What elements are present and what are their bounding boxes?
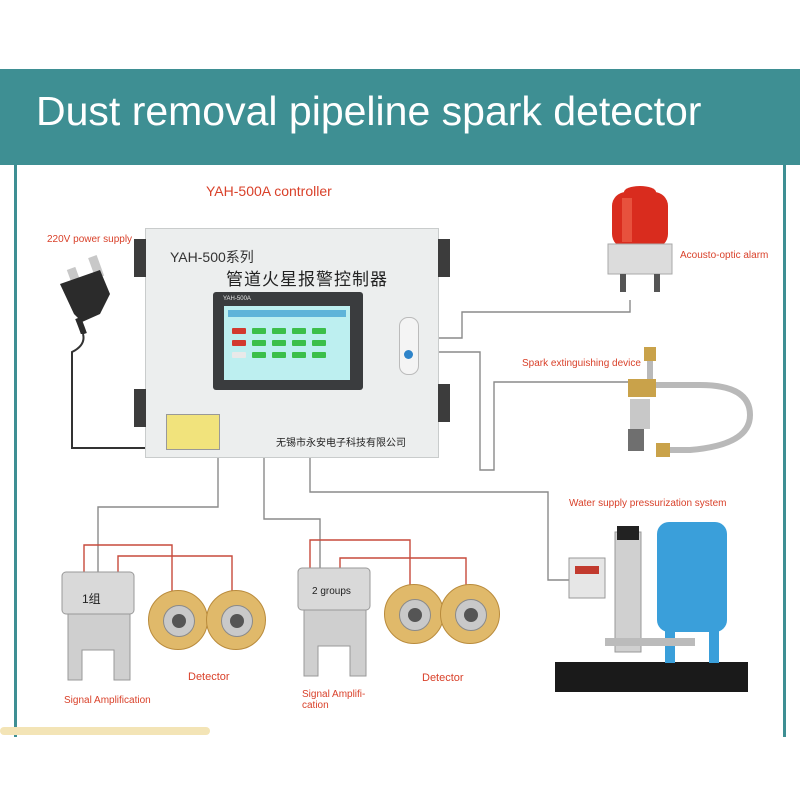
touchscreen-panel[interactable]: YAH-500A bbox=[213, 292, 363, 390]
hmi-button[interactable] bbox=[252, 328, 266, 334]
hmi-button[interactable] bbox=[312, 340, 326, 346]
latch-icon bbox=[438, 384, 450, 422]
amplifier-2-text: 2 groups bbox=[312, 586, 351, 597]
door-lock-switch[interactable] bbox=[399, 317, 419, 375]
signal-amp-2-label: Signal Amplifi-cation bbox=[302, 689, 366, 711]
red-wire-1b bbox=[117, 555, 233, 597]
amplifier-1-text: 1组 bbox=[82, 592, 101, 606]
wire-to-alarm bbox=[437, 300, 631, 339]
hmi-model-text: YAH-500A bbox=[223, 296, 251, 302]
red-wire-2a bbox=[309, 539, 411, 590]
hmi-button[interactable] bbox=[292, 352, 306, 358]
hmi-button[interactable] bbox=[252, 352, 266, 358]
spark-extinguishing-valve-icon bbox=[628, 347, 754, 457]
power-supply-label: 220V power supply bbox=[47, 234, 133, 245]
amplifier-box-icon bbox=[297, 567, 371, 677]
hmi-button[interactable] bbox=[272, 352, 286, 358]
page-title: Dust removal pipeline spark detector bbox=[36, 88, 702, 134]
wire-to-amp-1 bbox=[97, 456, 219, 572]
controller-model-text: YAH-500系列 bbox=[170, 249, 254, 265]
detector bbox=[384, 584, 444, 644]
detector-lens bbox=[455, 599, 487, 631]
water-pump-system-icon bbox=[555, 522, 748, 692]
warning-sticker bbox=[166, 414, 220, 450]
hmi-button[interactable] bbox=[312, 328, 326, 334]
wire-to-spark-device bbox=[437, 351, 640, 471]
hmi-screen[interactable] bbox=[224, 306, 350, 380]
signal-amp-1-label: Signal Amplification bbox=[64, 695, 151, 706]
spark-device-label: Spark extinguishing device bbox=[522, 358, 641, 369]
detector-1-label: Detector bbox=[188, 671, 230, 683]
hinge-icon bbox=[134, 389, 146, 427]
alarm-label: Acousto-optic alarm bbox=[680, 250, 769, 261]
detector bbox=[206, 590, 266, 650]
alarm-light-icon bbox=[607, 186, 673, 292]
controller-name-text: 管道火星报警控制器 bbox=[226, 270, 388, 290]
power-plug-icon bbox=[60, 255, 110, 334]
company-name-text: 无锡市永安电子科技有限公司 bbox=[276, 438, 406, 449]
red-wire-1a bbox=[83, 544, 173, 597]
detector-lens bbox=[221, 605, 253, 637]
amplifier-box-icon bbox=[61, 571, 135, 681]
title-banner bbox=[0, 69, 800, 165]
signal-amplifier-2: 2 groups bbox=[296, 566, 372, 716]
hinge-icon bbox=[134, 239, 146, 277]
hmi-button[interactable] bbox=[252, 340, 266, 346]
hmi-button[interactable] bbox=[292, 340, 306, 346]
bottom-decor-strip bbox=[0, 727, 210, 735]
wire-to-water-system bbox=[309, 456, 572, 581]
power-cord bbox=[71, 333, 147, 449]
hmi-button[interactable] bbox=[232, 340, 246, 346]
frame-left-border bbox=[14, 165, 17, 737]
water-system-label: Water supply pressurization system bbox=[569, 498, 727, 509]
hmi-button[interactable] bbox=[312, 352, 326, 358]
red-wire-2b bbox=[339, 557, 467, 590]
detector bbox=[148, 590, 208, 650]
detector-lens bbox=[163, 605, 195, 637]
hmi-button[interactable] bbox=[272, 340, 286, 346]
frame-right-border bbox=[783, 165, 786, 737]
latch-icon bbox=[438, 239, 450, 277]
key-icon bbox=[404, 350, 413, 359]
detector bbox=[440, 584, 500, 644]
wire-to-amp-2 bbox=[263, 456, 321, 568]
hmi-button[interactable] bbox=[292, 328, 306, 334]
controller-cabinet: YAH-500系列 管道火星报警控制器 YAH-500A 无锡市永安电子科技有限… bbox=[134, 228, 450, 458]
signal-amplifier-1: 1组 bbox=[60, 570, 136, 720]
hmi-button[interactable] bbox=[272, 328, 286, 334]
detector-2-label: Detector bbox=[422, 672, 464, 684]
hmi-button[interactable] bbox=[232, 352, 246, 358]
hmi-header-bar bbox=[228, 310, 346, 317]
controller-label: YAH-500A controller bbox=[206, 183, 332, 199]
detector-lens bbox=[399, 599, 431, 631]
hmi-button[interactable] bbox=[232, 328, 246, 334]
